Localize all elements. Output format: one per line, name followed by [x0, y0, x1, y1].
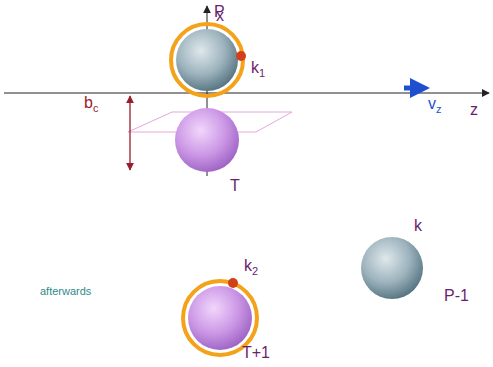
note-label: afterwards — [40, 286, 91, 297]
axis-label: z — [470, 102, 478, 118]
nucleus-label: P-1 — [444, 288, 469, 304]
target-nucleus — [175, 108, 239, 172]
nucleus-label: T+1 — [242, 345, 270, 361]
nucleus-label: P — [214, 4, 225, 20]
projectile-nucleus — [176, 29, 238, 91]
z-axis — [4, 93, 489, 94]
projectile-nucleus — [361, 237, 423, 299]
electron-label: k1 — [251, 60, 265, 76]
nucleus-label: T — [230, 178, 240, 194]
electron-dot — [236, 51, 246, 61]
velocity-arrow — [404, 86, 420, 91]
orbit-ring — [183, 281, 257, 355]
orbit-ring — [171, 24, 243, 96]
target-nucleus — [188, 286, 252, 350]
electron-label: k2 — [244, 258, 258, 274]
impact-parameter-label: bc — [84, 95, 98, 111]
velocity-label: vz — [428, 96, 442, 112]
electron-dot — [228, 278, 238, 288]
electron-label: k — [414, 218, 422, 234]
impact-parameter-arrow — [129, 96, 130, 170]
